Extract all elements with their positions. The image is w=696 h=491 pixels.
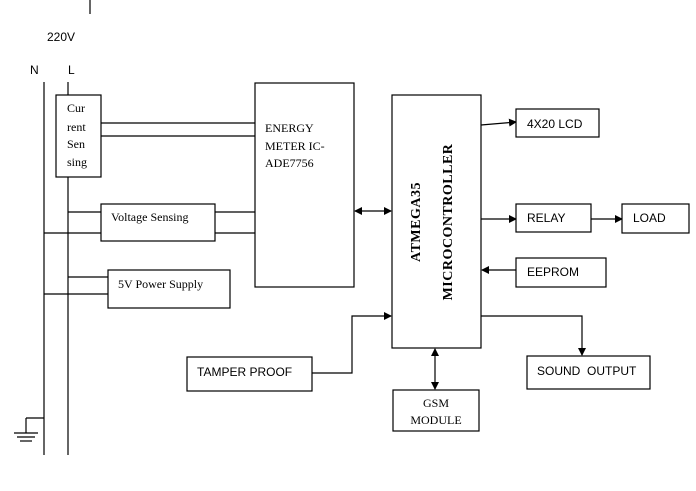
eeprom-label: EEPROM bbox=[527, 265, 579, 279]
sound-output-box bbox=[526, 355, 651, 390]
eeprom-box bbox=[515, 257, 607, 288]
energy-meter-line-3: ADE7756 bbox=[265, 156, 314, 170]
voltage-sensing-box bbox=[100, 203, 216, 242]
energy-meter-box bbox=[254, 82, 355, 288]
ground-symbol bbox=[14, 417, 44, 442]
microcontroller-line-1: ATMEGA35 bbox=[409, 182, 424, 262]
lcd-box bbox=[515, 108, 600, 138]
power-supply-label: 5V Power Supply bbox=[118, 277, 203, 291]
current-sensing-line-3: Sen bbox=[67, 137, 85, 151]
relay-label: RELAY bbox=[527, 211, 565, 225]
gsm-box bbox=[392, 389, 480, 432]
mcu-sound-arrow bbox=[481, 315, 586, 356]
current-sensing-box bbox=[55, 94, 102, 178]
current-sensing-line-1: Cur bbox=[67, 101, 85, 115]
energy-meter-line-1: ENERGY bbox=[265, 121, 314, 135]
tamper-proof-box bbox=[186, 356, 313, 392]
load-label: LOAD bbox=[633, 211, 666, 225]
tamper-mcu-arrow bbox=[312, 312, 392, 374]
live-label: L bbox=[68, 63, 75, 77]
microcontroller-line-2: MICROCONTROLLER bbox=[441, 143, 456, 300]
relay-box bbox=[515, 203, 592, 233]
gsm-line-2: MODULE bbox=[410, 413, 461, 427]
lcd-label: 4X20 LCD bbox=[527, 117, 583, 131]
current-sensing-line-2: rent bbox=[67, 120, 86, 134]
neutral-label: N bbox=[30, 63, 39, 77]
tamper-proof-label: TAMPER PROOF bbox=[197, 365, 292, 379]
current-sensing-line-4: sing bbox=[67, 155, 87, 169]
voltage-sensing-label: Voltage Sensing bbox=[111, 210, 188, 224]
energy-meter-line-2: METER IC- bbox=[265, 139, 325, 153]
gsm-line-1: GSM bbox=[423, 396, 449, 410]
voltage-label: 220V bbox=[47, 30, 75, 44]
power-supply-box bbox=[107, 269, 231, 309]
microcontroller-box bbox=[391, 94, 482, 349]
mcu-lcd-arrow bbox=[480, 118, 517, 127]
load-box bbox=[621, 203, 690, 234]
sound-output-label: SOUND OUTPUT bbox=[537, 364, 637, 378]
